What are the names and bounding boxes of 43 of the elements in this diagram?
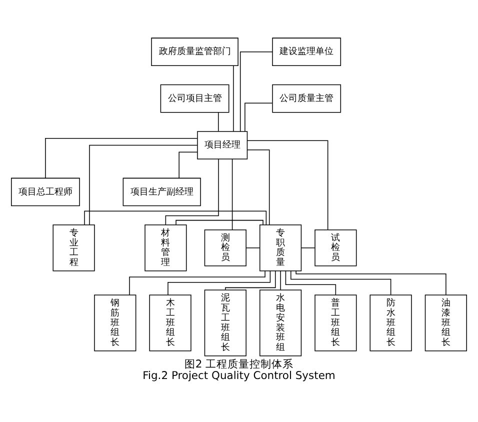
connector [178,151,198,178]
connector [165,158,219,225]
connector [244,102,273,132]
connector [296,270,446,295]
node-box: 测检员 [204,229,246,266]
connector [233,64,234,132]
node-box: 油漆班组长 [424,294,467,351]
connector [232,158,233,230]
node-box: 专职质量 [259,224,302,271]
connector [176,219,264,225]
connector [290,270,392,295]
node-box: 试检员 [314,229,357,266]
connector [89,144,198,225]
node-box: 泥瓦工班组长 [204,289,246,356]
node-box: 水电安装班组 [259,289,302,356]
connector [45,138,198,178]
node-box: 项目总工程师 [11,177,80,206]
node-box: 公司质量主管 [272,84,342,112]
node-box: 专业工程 [52,224,95,271]
node-box: 政府质量监管部门 [151,37,238,66]
connector [129,270,266,295]
node-box: 材料管理 [144,224,187,271]
connector [280,270,281,290]
connector [84,210,267,225]
connector [225,270,276,290]
connector [168,270,271,295]
connector [218,112,219,132]
node-box: 建设监理单位 [272,37,342,66]
node-box: 钢筋班组长 [94,294,136,351]
node-box: 项目经理 [197,130,248,159]
diagram-title: 图2 工程质量控制体系 [184,356,294,370]
connector [246,140,328,230]
node-box: 项目生产副经理 [122,177,201,206]
node-box: 普工班组长 [314,294,357,351]
connector [240,50,273,132]
node-box: 公司项目主管 [160,84,230,112]
connector [247,148,270,225]
node-box: 防水班组长 [370,294,412,351]
connector [285,270,336,295]
node-box: 木工班组长 [149,294,192,351]
connector [301,246,316,248]
caption: Fig.2 Project Quality Control System [142,368,336,382]
connector [246,246,260,248]
